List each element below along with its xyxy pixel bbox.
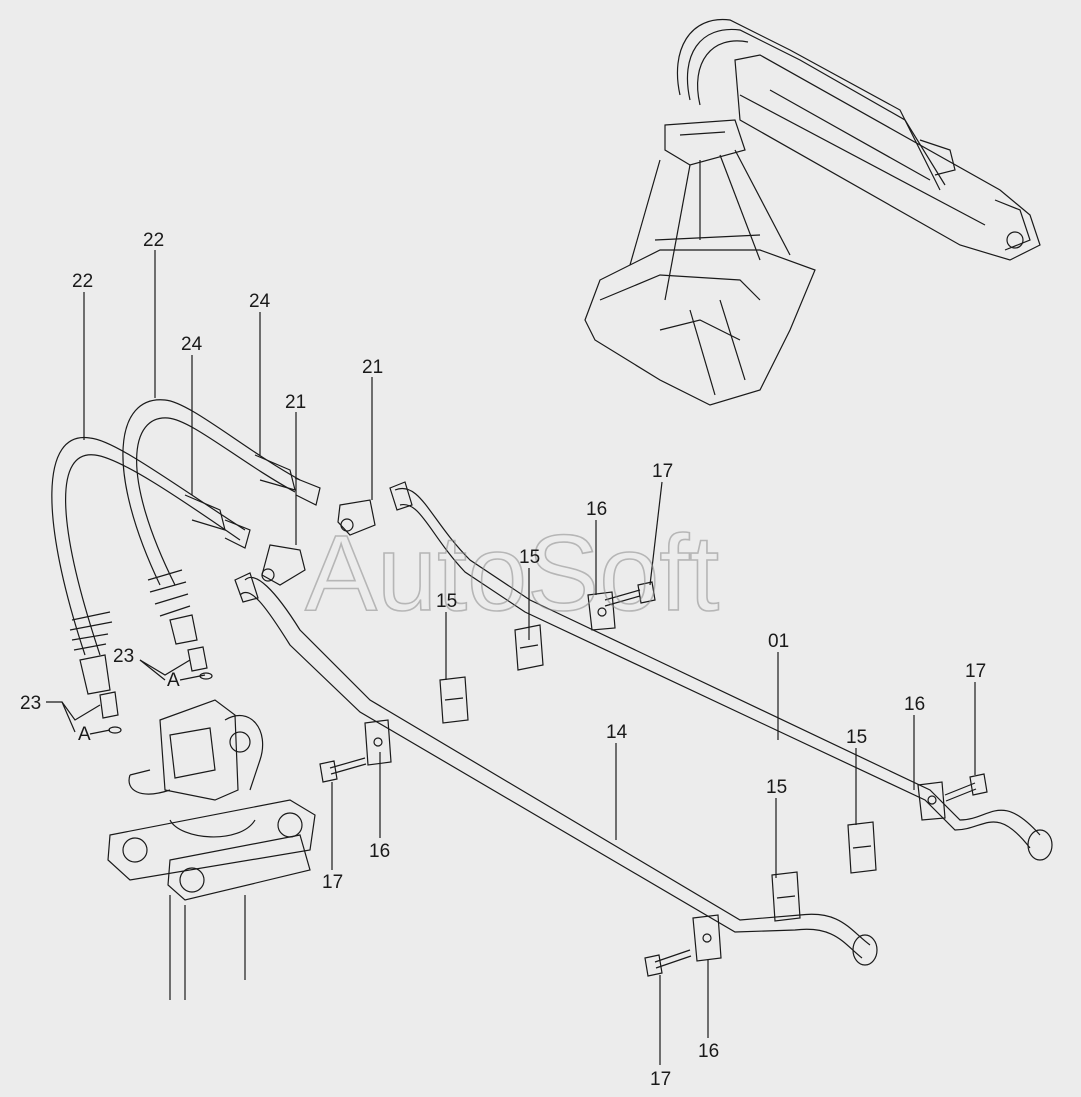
- bolt-17-d: [644, 949, 692, 977]
- callout-16: 16: [586, 499, 607, 520]
- callout-14: 14: [606, 722, 628, 743]
- callout-01: 01: [768, 631, 789, 652]
- elbow-21-right: [337, 499, 376, 536]
- callout-23: 23: [113, 646, 134, 667]
- leader-lines: [46, 250, 976, 1065]
- callout-22: 22: [72, 271, 93, 292]
- bolt-17-a: [604, 581, 656, 607]
- bolt-17-b: [319, 757, 367, 783]
- fitting-23-right: [187, 646, 213, 680]
- inset-machine-illustration: [584, 18, 1041, 406]
- callout-15: 15: [519, 547, 540, 568]
- callout-view-a: A: [78, 724, 91, 745]
- swivel-base-assembly: [107, 699, 316, 1000]
- callout-22: 22: [143, 230, 164, 251]
- callout-24: 24: [249, 291, 271, 312]
- hose-22-inner: [122, 399, 321, 645]
- callout-21: 21: [285, 392, 306, 413]
- elbow-21-left: [261, 544, 306, 586]
- callout-16: 16: [369, 841, 390, 862]
- callout-view-a: A: [167, 670, 180, 691]
- clamp-16-a: [587, 591, 616, 631]
- callout-15: 15: [436, 591, 457, 612]
- callout-17: 17: [650, 1069, 671, 1090]
- callout-21: 21: [362, 357, 383, 378]
- bolt-17-c: [944, 773, 988, 802]
- callout-17: 17: [652, 461, 673, 482]
- callout-17: 17: [965, 661, 986, 682]
- callout-16: 16: [698, 1041, 719, 1062]
- clamp-16-c: [917, 781, 946, 821]
- tube-14: [234, 572, 878, 966]
- clamp-15-a: [514, 624, 544, 671]
- clamp-16-d: [692, 914, 722, 962]
- callout-16: 16: [904, 694, 925, 715]
- callout-15: 15: [766, 777, 787, 798]
- clamp-15-b: [439, 676, 469, 724]
- callout-24: 24: [181, 334, 203, 355]
- tube-01: [389, 481, 1053, 861]
- fitting-23-left: [99, 691, 122, 734]
- watermark-text: AutoSoft: [305, 512, 719, 633]
- callout-15: 15: [846, 727, 867, 748]
- callout-17: 17: [322, 872, 343, 893]
- clamp-16-b: [364, 719, 392, 766]
- hose-22-outer: [51, 436, 251, 695]
- clamp-15-d: [771, 871, 801, 922]
- clamp-15-c: [847, 821, 877, 874]
- callout-23: 23: [20, 693, 41, 714]
